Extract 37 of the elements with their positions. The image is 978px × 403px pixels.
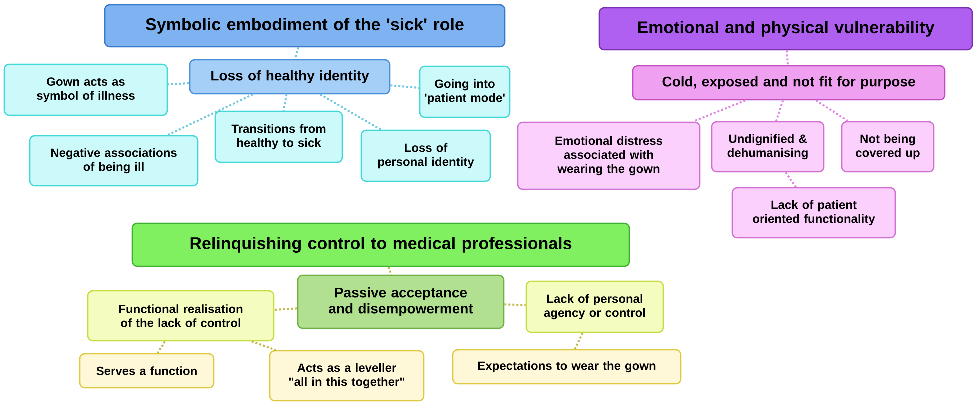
connector [574, 332, 584, 350]
connector [282, 94, 288, 112]
code-box: Emotional distress associated with wearing the gown [517, 122, 701, 190]
code-box: Gown acts as symbol of illness [4, 64, 168, 116]
code-box: Undignified & dehumanising [711, 121, 825, 173]
code-box: Not being covered up [841, 121, 935, 173]
code-box: Loss of personal identity [360, 130, 492, 182]
connector [294, 47, 300, 60]
connector [157, 341, 166, 354]
connector [390, 84, 420, 90]
code-box: Negative associations of being ill [29, 135, 199, 187]
code-box: Going into 'patient mode' [419, 66, 511, 118]
connector [504, 304, 526, 306]
theme-box: Emotional and physical vulnerability [598, 7, 974, 51]
connector [252, 340, 276, 352]
subtheme-box: Passive acceptance and disempowerment [297, 274, 505, 330]
connector [274, 308, 298, 312]
connector [785, 172, 797, 188]
connector [168, 82, 190, 86]
subtheme-box: Cold, exposed and not fit for purpose [632, 65, 946, 101]
connector [816, 100, 849, 122]
connector [786, 50, 790, 66]
connector [388, 266, 392, 276]
theme-box: Relinquishing control to medical professionals [132, 222, 630, 268]
code-box: Lack of patient oriented functionality [732, 187, 896, 239]
connector [692, 100, 746, 123]
code-box: Serves a function [79, 353, 215, 389]
connector [320, 94, 382, 131]
code-box: Acts as a leveller "all in this together" [269, 350, 425, 402]
code-box: Lack of personal agency or control [526, 280, 664, 334]
theme-box: Symbolic embodiment of the 'sick' role [104, 4, 506, 48]
connector [775, 100, 784, 122]
code-box: Transitions from healthy to sick [214, 110, 344, 164]
code-box: Functional realisation of the lack of control [87, 290, 275, 342]
connector [167, 94, 254, 136]
subtheme-box: Loss of healthy identity [189, 59, 391, 95]
code-box: Expectations to wear the gown [452, 349, 682, 385]
